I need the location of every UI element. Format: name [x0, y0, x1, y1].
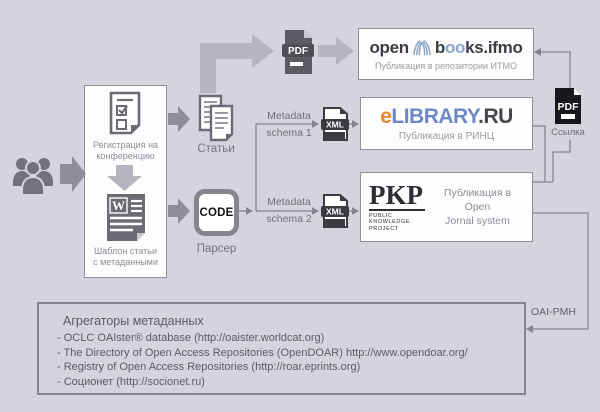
pkp-logo: PKP PUBLIC KNOWLEDGE PROJECT [369, 179, 431, 233]
metadata1-line1: Metadata [267, 110, 311, 122]
authors-group-icon [13, 158, 53, 196]
metadata2-line1: Metadata [267, 196, 311, 208]
line-link-junction [552, 140, 571, 182]
parser-code-text: CODE [199, 206, 234, 219]
pkp-sub-line1: PUBLIC [369, 212, 393, 219]
word-template-icon: W [107, 194, 145, 241]
template-label-line1: Шаблон статьи [94, 246, 157, 256]
registration-label: Регистрация на конференцию [85, 140, 166, 162]
pkp-sub-line3: PROJECT [369, 225, 399, 232]
arrowhead-xml2-pkp [352, 207, 359, 215]
pkp-caption-line2: Jornal system [445, 215, 510, 227]
pdf-file-icon: PDF [282, 30, 314, 74]
aggregator-item-opendoar: - The Directory of Open Access Repositor… [57, 346, 468, 359]
metadata-aggregators-box: Агрегаторы метаданных - OCLC OAIster® da… [37, 302, 526, 395]
pdf-file-text: PDF [288, 46, 308, 57]
metadata-schema2-label2: schema 2 [260, 213, 318, 225]
metadata-schema2-label: Metadata [260, 196, 318, 208]
metadata2-line2: schema 2 [266, 213, 312, 225]
xml-file-text-1: XML [326, 120, 344, 130]
pkp-sub-line2: KNOWLEDGE [369, 219, 411, 226]
oai-pmh-label: OAI-PMH [531, 306, 576, 318]
arrow-registration-to-articles [168, 106, 190, 132]
svg-text:W: W [112, 198, 125, 213]
parser-code-icon: CODE [194, 189, 239, 236]
metadata1-line2: schema 1 [266, 127, 312, 139]
openbooks-caption: Публикация в репозитории ИТМО [374, 60, 518, 71]
openbooks-logo-oo: oo [444, 37, 466, 57]
pkp-logo-subtitle: PUBLIC KNOWLEDGE PROJECT [369, 213, 431, 233]
openbooks-logo-ksifmo: ks.ifmo [465, 37, 523, 57]
registration-form-icon [109, 91, 141, 135]
aggregator-item-socionet: - Соционет (http://socionet.ru) [57, 375, 205, 388]
arrow-template-to-parser [168, 198, 190, 224]
arrow-authors-to-registration [60, 156, 86, 192]
link-label: Ссылка [551, 127, 585, 138]
metadata-schema1-label2: schema 1 [260, 127, 318, 139]
aggregators-title: Агрегаторы метаданных [63, 314, 204, 328]
line-link-to-openbooks [541, 51, 571, 88]
arrowhead-oaipmh-aggregators [526, 325, 533, 333]
arrowhead-link-openbooks [534, 48, 541, 56]
arrow-articles-to-pdf [200, 34, 274, 93]
elibrary-caption: Публикация в РИНЦ [398, 131, 495, 142]
template-label: Шаблон статьи с метаданными [85, 246, 166, 268]
arrowhead-xml1-elibrary [352, 120, 359, 128]
elibrary-logo-ru: .RU [478, 105, 513, 128]
open-book-icon [413, 39, 431, 55]
openbooks-logo-b: b [434, 37, 445, 57]
arrowhead-parser-junction [246, 207, 253, 215]
elibrary-logo-library: LIBRARY [391, 105, 479, 128]
pkp-caption-line1: Публикация в Open [443, 187, 512, 213]
aggregator-item-roar: - Registry of Open Access Repositories (… [57, 361, 361, 373]
pkp-box: PKP PUBLIC KNOWLEDGE PROJECT Публикация … [360, 172, 533, 242]
elibrary-box: eLIBRARY.RU Публикация в РИНЦ [360, 97, 533, 150]
pkp-logo-word: PKP [369, 179, 425, 211]
registration-label-line2: конференцию [96, 151, 155, 161]
articles-label: Статьи [197, 143, 235, 155]
xml-file-icon-1: XML [321, 107, 349, 141]
openbooks-logo-open: open [369, 37, 409, 57]
link-pdf-text: PDF [558, 101, 580, 113]
link-pdf-icon: PDF [555, 88, 581, 124]
xml-file-text-2: XML [326, 207, 344, 217]
aggregator-item-oclc: - OCLC OAIster® database (http://oaister… [57, 332, 325, 344]
pkp-caption: Публикация в Open Jornal system [431, 186, 524, 228]
registration-label-line1: Регистрация на [92, 140, 159, 150]
articles-icon [198, 94, 234, 142]
elibrary-logo-e: e [380, 105, 392, 128]
arrow-pdf-to-openbooks [318, 37, 354, 65]
elibrary-logo: eLIBRARY.RU [380, 105, 513, 129]
metadata-schema1-label: Metadata [260, 110, 318, 122]
registration-panel: Регистрация на конференцию W Шаблон стат… [84, 85, 167, 278]
template-label-line2: с метаданными [93, 257, 158, 267]
parser-label: Парсер [196, 243, 237, 255]
xml-file-icon-2: XML [321, 194, 349, 228]
